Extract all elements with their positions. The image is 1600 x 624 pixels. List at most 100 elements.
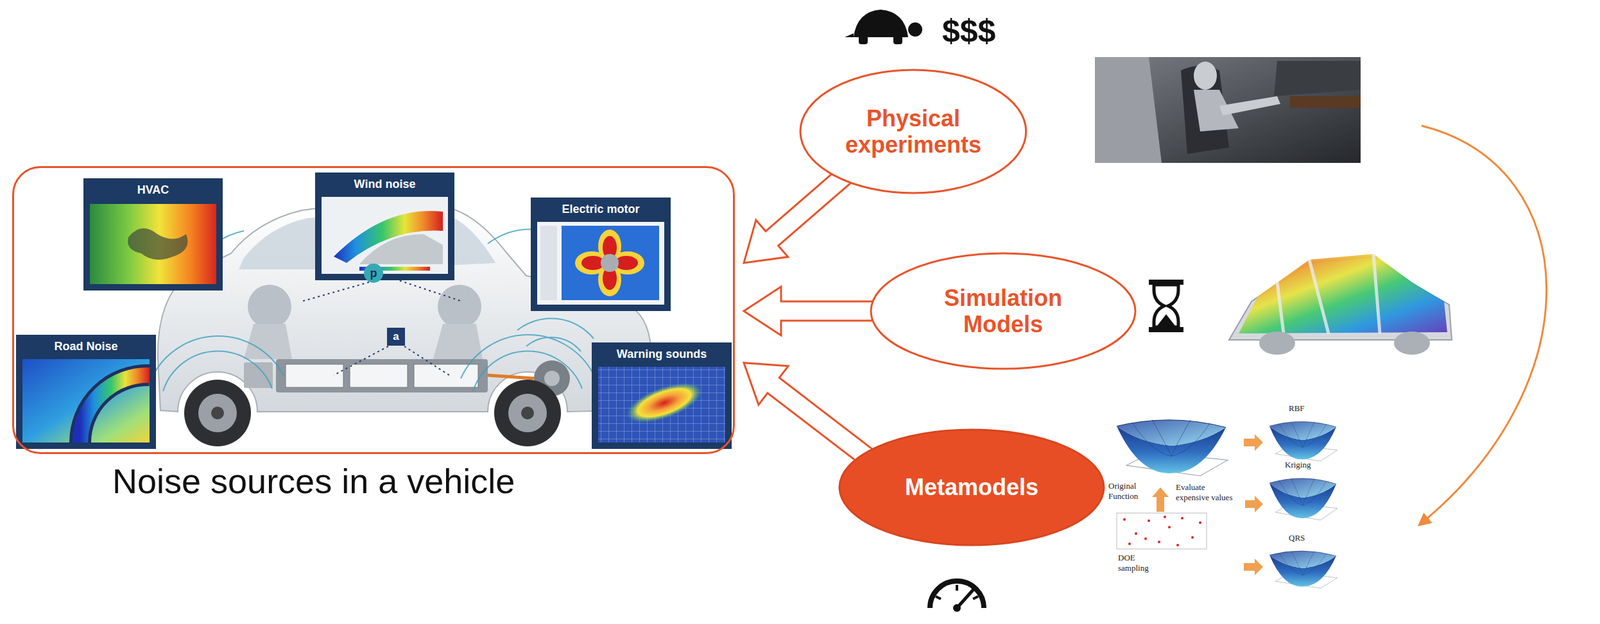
car-illustration-part [157, 204, 652, 413]
road-noise-panel-image-part [80, 375, 150, 443]
metamodel-figure-part-part [1168, 526, 1171, 529]
car-simulation-image-part [1259, 331, 1296, 355]
metamodel-figure-part [1116, 513, 1207, 550]
car-simulation-image-part [1277, 254, 1380, 334]
turtle-icon-part [858, 35, 868, 45]
car-illustration-part-part [192, 231, 244, 270]
metamodel-figure-part-part [1198, 521, 1202, 525]
point-marker: p [363, 263, 384, 284]
warning-sounds-panel-image-part [598, 367, 726, 443]
test-photo-part [1180, 66, 1230, 155]
electric-motor-panel-image-part [561, 225, 660, 301]
car-illustration-part-part [333, 346, 389, 376]
speedometer-icon-part [956, 590, 973, 609]
turtle-icon-part [908, 22, 923, 37]
speedometer-icon-part [929, 581, 984, 609]
ellipse-shape [870, 253, 1136, 370]
hvac-panel-image-part [89, 204, 217, 285]
metamodel-figure-part-part [1123, 518, 1126, 522]
road-noise-panel-image-part [80, 375, 150, 443]
method-ellipse: Metamodels [838, 428, 1106, 547]
car-illustration-part [275, 359, 488, 393]
source-panel: Electric motor [530, 197, 671, 312]
test-photo-part [1094, 57, 1162, 164]
car-illustration-part [349, 364, 408, 388]
metamodel-figure [1116, 419, 1338, 589]
car-illustration-part-part [473, 351, 583, 392]
electric-motor-panel-image-part [575, 251, 609, 275]
road-noise-panel-image-part [22, 359, 150, 443]
car-illustration-part [243, 362, 273, 389]
car-illustration-part-part [404, 346, 450, 376]
ellipse-shape [800, 69, 1027, 194]
test-photo-part [1290, 96, 1361, 108]
car-illustration-part [544, 370, 560, 387]
car-simulation-image [1229, 254, 1452, 355]
ellipse-label: Simulation Models [922, 284, 1084, 339]
car-illustration-part-part [359, 231, 374, 264]
electric-motor-panel-image-part [602, 266, 617, 291]
turtle-icon [844, 9, 923, 45]
curved-arrow [1419, 125, 1547, 525]
car-illustration-part-part [151, 336, 284, 379]
car-illustration [151, 204, 652, 447]
block-arrow [743, 363, 875, 467]
panel-title: Warning sounds [616, 347, 707, 362]
wind-noise-panel-image-part [315, 172, 455, 281]
metamodel-figure-part-part [1157, 541, 1161, 544]
method-label: RBF [1288, 403, 1305, 414]
source-panel: Road Noise [16, 335, 156, 450]
car-illustration-part-part [460, 335, 595, 379]
car-illustration-part [487, 375, 534, 379]
hourglass-icon-part [1157, 314, 1176, 327]
metamodel-figure-part-part [1191, 536, 1194, 540]
wind-noise-panel-image-part [359, 234, 443, 265]
speedometer-icon-part [935, 585, 979, 600]
road-noise-panel-image [16, 335, 156, 450]
car-simulation-image-part [1229, 256, 1452, 341]
cost-symbol: $$$ [942, 11, 996, 51]
electric-motor-panel-image-part [602, 236, 617, 260]
car-illustration-part [433, 324, 483, 360]
speedometer-icon [929, 581, 984, 613]
car-illustration-part [413, 364, 479, 388]
metamodel-figure-part [1123, 516, 1202, 547]
car-illustration-part [243, 324, 293, 360]
car-illustration-part-part [517, 318, 594, 339]
metamodel-figure-part [1116, 419, 1228, 477]
electric-motor-panel-image-part [610, 251, 645, 275]
wind-noise-panel-image-part [321, 197, 448, 275]
car-illustration-part [151, 229, 595, 393]
car-illustration-part [247, 284, 292, 329]
car-illustration-part-part [163, 351, 273, 392]
source-panel: HVAC [83, 178, 223, 291]
wind-noise-panel-image [315, 172, 455, 281]
electric-motor-panel-image [530, 197, 671, 312]
metamodel-figure-part-part [1144, 537, 1147, 541]
frame-caption: Noise sources in a vehicle [112, 461, 515, 502]
hourglass-icon-part [1148, 279, 1184, 285]
car-illustration-part [508, 394, 547, 433]
electric-motor-panel-image-part [598, 229, 622, 264]
car-illustration-part [521, 406, 534, 420]
speedometer-icon-part [953, 604, 961, 613]
wind-noise-panel-image-part [333, 211, 443, 264]
source-panel: Wind noise [315, 172, 455, 281]
hourglass-icon-part [1153, 284, 1179, 328]
method-ellipse: Simulation Models [869, 252, 1137, 371]
warning-sounds-panel-image-part [621, 374, 708, 432]
metamodel-figure-part [1243, 559, 1264, 576]
source-panel: Warning sounds [591, 342, 732, 450]
car-simulation-image-part [1393, 331, 1430, 355]
method-label: QRS [1288, 533, 1305, 544]
test-photo-part [1094, 57, 1361, 164]
block-arrow [743, 286, 878, 336]
car-illustration-part-part [526, 337, 581, 352]
curved-arrow-part [1419, 125, 1547, 525]
figure-label: Evaluate expensive values [1175, 482, 1240, 503]
metamodel-figure-part-part [1128, 542, 1131, 546]
hvac-panel-image [83, 178, 223, 291]
